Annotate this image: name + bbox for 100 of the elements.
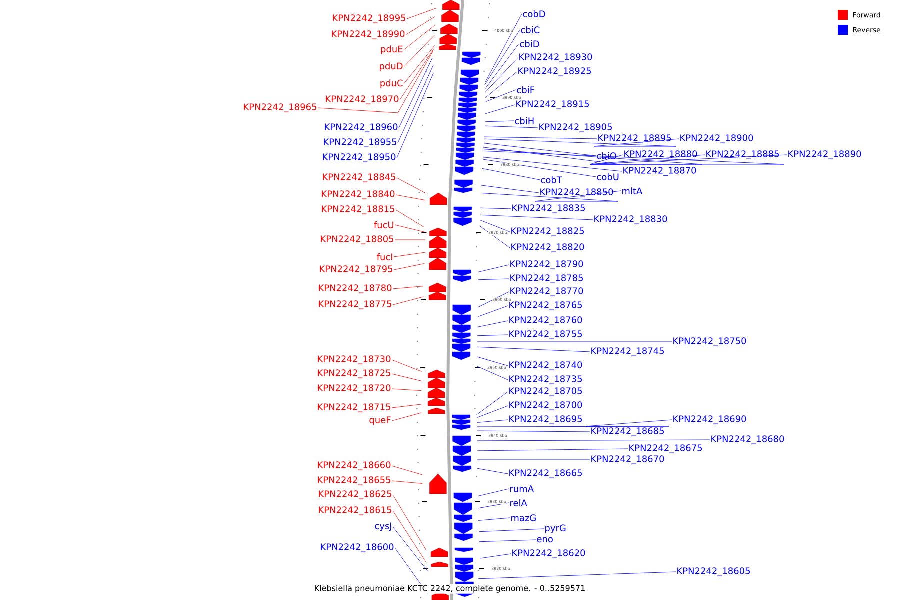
gene-label: KPN2242_18620 <box>512 550 586 558</box>
gene-label: cbiF <box>517 86 535 94</box>
leader-line <box>477 320 508 328</box>
leader-line <box>477 356 508 366</box>
gene-label: KPN2242_18835 <box>512 204 585 214</box>
leader-line <box>396 194 426 201</box>
leader-line <box>480 226 510 248</box>
gene-label: KPN2242_18740 <box>510 362 582 370</box>
gene-label: KPN2242_18695 <box>510 416 582 424</box>
gene-label: KPN2242_18605 <box>678 568 750 576</box>
leader-line <box>480 214 594 220</box>
leader-line <box>398 58 433 128</box>
leader-line <box>484 136 598 140</box>
gene-label: eno <box>537 537 553 543</box>
gene-label: cbiC <box>521 26 540 34</box>
leader-line <box>392 296 424 306</box>
gene-label: KPN2242_18950 <box>323 154 396 162</box>
leader-line <box>400 48 434 100</box>
gene-label: KPN2242_18785 <box>510 274 583 284</box>
gene-label: cysJ <box>375 522 392 532</box>
leader-line <box>478 292 510 308</box>
leader-line <box>484 44 520 90</box>
leader-line <box>394 224 425 232</box>
gene-label: KPN2242_18700 <box>510 402 582 410</box>
leader-line <box>478 278 510 280</box>
leader-line <box>392 494 426 550</box>
gene-label: KPN2242_18905 <box>540 124 612 132</box>
gene-label: KPN2242_18965 <box>244 104 316 112</box>
gene-label: rumA <box>510 486 534 492</box>
gene-label: KPN2242_18675 <box>630 444 702 454</box>
caption: Klebsiella pneumoniae KCTC 2242, complete genome. - 0..5259571 <box>313 584 587 594</box>
leader-line <box>478 264 510 272</box>
leader-line <box>481 190 622 202</box>
gene-label: relA <box>510 500 528 506</box>
gene-label: KPN2242_18820 <box>512 244 584 252</box>
leader-line <box>485 120 514 122</box>
gene-label: cbiD <box>520 40 540 48</box>
leader-line <box>396 178 426 194</box>
gene-label: KPN2242_18840 <box>322 190 395 200</box>
gene-label: KPN2242_18655 <box>318 476 390 486</box>
gene-label: KPN2242_18685 <box>592 428 664 436</box>
leader-line <box>392 480 423 484</box>
leader-line <box>392 360 422 372</box>
leader-line <box>480 208 512 210</box>
gene-label: KPN2242_18775 <box>319 300 392 310</box>
leader-line <box>477 448 628 452</box>
leader-line <box>485 14 522 82</box>
gene-label: cbiH <box>515 118 534 124</box>
gene-label: KPN2242_18625 <box>319 490 392 500</box>
gene-label: KPN2242_18725 <box>318 370 390 378</box>
gene-label: KPN2242_18805 <box>321 236 394 244</box>
gene-label: KPN2242_18730 <box>318 356 391 364</box>
gene-label: KPN2242_18760 <box>510 316 582 326</box>
leader-line <box>392 510 426 562</box>
leader-line <box>484 138 680 147</box>
gene-label: KPN2242_18825 <box>512 228 584 236</box>
leader-line <box>318 50 434 114</box>
gene-label: KPN2242_18970 <box>326 96 399 104</box>
leader-line <box>392 374 422 382</box>
gene-label: KPN2242_18720 <box>318 384 391 394</box>
gene-label: KPN2242_18795 <box>320 266 392 274</box>
gene-label: KPN2242_18830 <box>594 216 668 224</box>
leader-line <box>477 468 508 474</box>
leader-line <box>481 185 540 194</box>
leader-line <box>478 502 510 509</box>
leader-line <box>483 159 596 178</box>
gene-label: mltA <box>622 188 643 194</box>
leader-line <box>392 466 423 476</box>
gene-label: KPN2242_18715 <box>318 404 390 412</box>
leader-line <box>477 346 590 352</box>
gene-label: KPN2242_18600 <box>321 544 394 552</box>
gene-label: mazG <box>512 514 536 522</box>
leader-line <box>483 157 622 172</box>
gene-label: fucI <box>377 254 392 260</box>
leader-line <box>394 263 425 270</box>
gene-label: KPN2242_18660 <box>318 462 391 470</box>
gene-label: KPN2242_18895 <box>598 134 671 144</box>
leader-line <box>484 30 520 86</box>
gene-label: KPN2242_18900 <box>680 134 754 144</box>
gene-label: KPN2242_18735 <box>510 376 582 384</box>
leader-line <box>392 286 424 290</box>
gene-label: KPN2242_18960 <box>325 124 398 132</box>
leader-line <box>477 440 710 442</box>
leader-line <box>485 104 516 114</box>
leader-line <box>477 420 508 423</box>
gene-label: KPN2242_18745 <box>592 348 664 356</box>
leader-line <box>392 388 422 392</box>
leader-line <box>392 526 428 572</box>
leader-line <box>478 518 510 521</box>
gene-label: KPN2242_18890 <box>788 150 862 160</box>
gene-label: KPN2242_18770 <box>510 288 584 296</box>
leader-line <box>398 64 434 144</box>
leader-line <box>479 528 544 532</box>
leader-line <box>404 46 436 84</box>
gene-label: pduE <box>381 46 403 54</box>
leader-line <box>484 143 596 156</box>
gene-label: KPN2242_18790 <box>510 260 584 270</box>
gene-label: cobU <box>597 174 619 180</box>
gene-label: cobD <box>523 10 546 18</box>
leader-line <box>483 150 788 165</box>
